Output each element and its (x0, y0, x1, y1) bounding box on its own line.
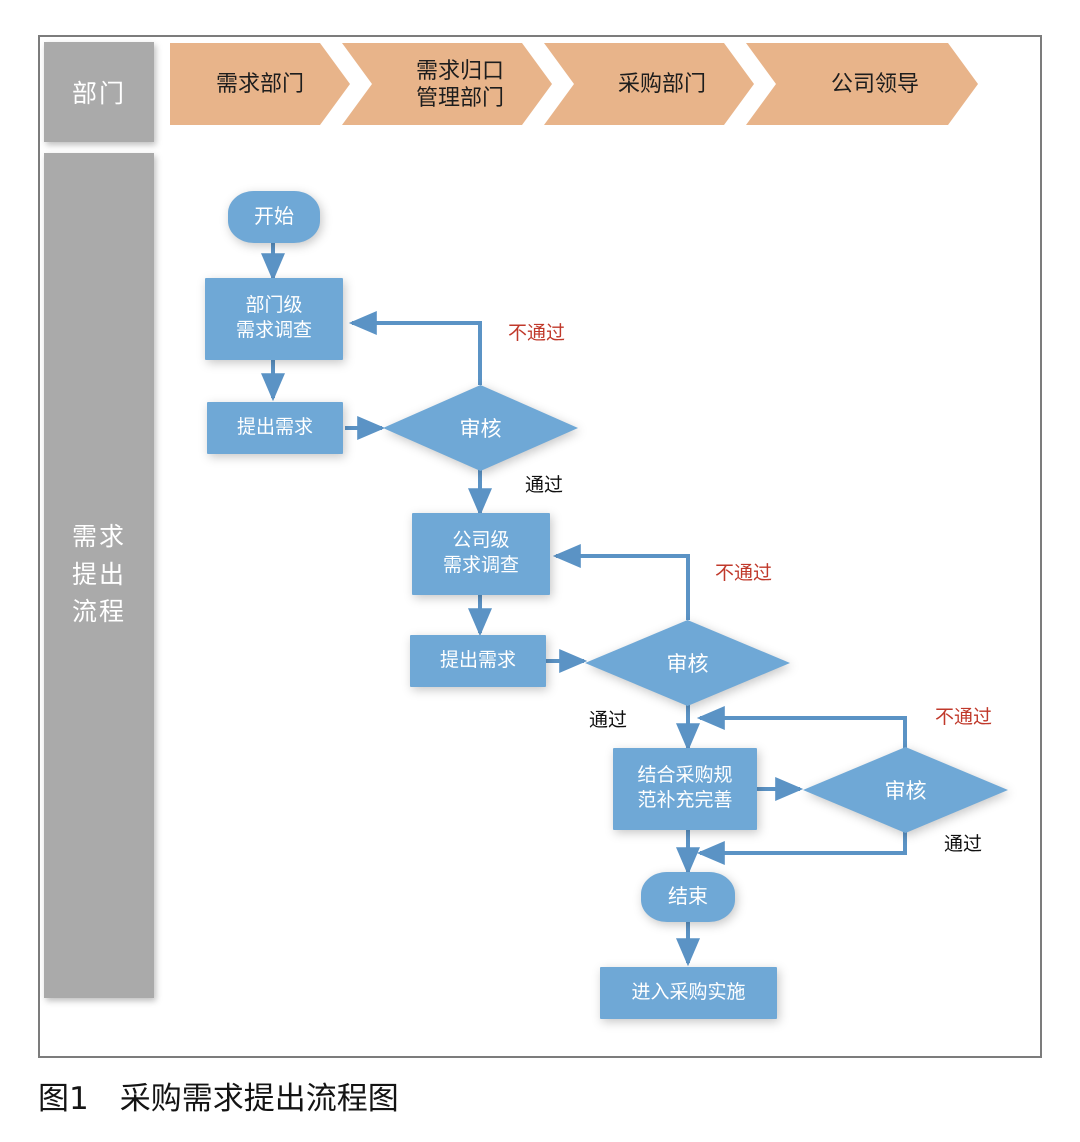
edge-label-pass-2: 通过 (589, 710, 628, 731)
node-refine-per-procurement-standards-label: 结合采购规范补充完善 (637, 765, 733, 811)
edge-label-fail-3: 不通过 (935, 707, 993, 728)
edge-label-fail-2: 不通过 (715, 563, 773, 584)
node-department-level-demand-survey[interactable]: 部门级需求调查 (205, 278, 343, 360)
figure-caption: 图1 采购需求提出流程图 (38, 1081, 399, 1117)
swimlane-label-department: 部门 (44, 42, 154, 142)
node-company-raise-demand[interactable]: 提出需求 (410, 635, 546, 687)
node-refine-per-procurement-standards[interactable]: 结合采购规范补充完善 (613, 748, 757, 830)
node-end-label: 结束 (668, 886, 708, 908)
edge-label-fail-1: 不通过 (508, 323, 566, 344)
node-department-level-demand-survey-label: 部门级需求调查 (235, 295, 312, 341)
node-start-label: 开始 (254, 206, 294, 228)
node-company-level-demand-survey[interactable]: 公司级需求调查 (412, 513, 550, 595)
chevron-demand-centralized-management-department: 需求归口管理部门 (342, 43, 552, 125)
chevron-procurement-department: 采购部门 (544, 43, 754, 125)
edge-label-pass-1: 通过 (525, 475, 564, 496)
chevron-procurement-department-label: 采购部门 (617, 71, 706, 97)
node-start[interactable]: 开始 (228, 191, 320, 243)
node-review-procurement-label: 审核 (884, 779, 927, 803)
chevron-company-leadership: 公司领导 (746, 43, 978, 125)
edge-label-pass-3: 通过 (944, 834, 983, 855)
node-enter-procurement-implementation-label: 进入采购实施 (631, 981, 746, 1003)
chevron-company-leadership-label: 公司领导 (830, 71, 919, 97)
node-review-department-level-label: 审核 (459, 417, 502, 441)
node-end[interactable]: 结束 (641, 872, 735, 922)
swimlane-label-process-text: 需求提出流程 (71, 524, 126, 627)
node-department-raise-demand-label: 提出需求 (236, 416, 313, 438)
node-review-procurement[interactable]: 审核 (803, 747, 1008, 833)
node-company-level-demand-survey-label: 公司级需求调查 (442, 530, 519, 576)
chevron-demand-centralized-management-department-label: 需求归口管理部门 (415, 57, 504, 110)
swimlane-label-process: 需求提出流程 (44, 153, 154, 998)
chevron-demand-department: 需求部门 (170, 43, 350, 125)
node-review-company-level[interactable]: 审核 (585, 620, 790, 706)
chevron-demand-department-label: 需求部门 (215, 71, 304, 97)
node-review-company-level-label: 审核 (666, 652, 709, 676)
node-company-raise-demand-label: 提出需求 (439, 649, 516, 671)
node-review-department-level[interactable]: 审核 (383, 385, 578, 471)
node-department-raise-demand[interactable]: 提出需求 (207, 402, 343, 454)
swimlane-label-department-text: 部门 (71, 81, 126, 108)
node-enter-procurement-implementation[interactable]: 进入采购实施 (600, 967, 777, 1019)
